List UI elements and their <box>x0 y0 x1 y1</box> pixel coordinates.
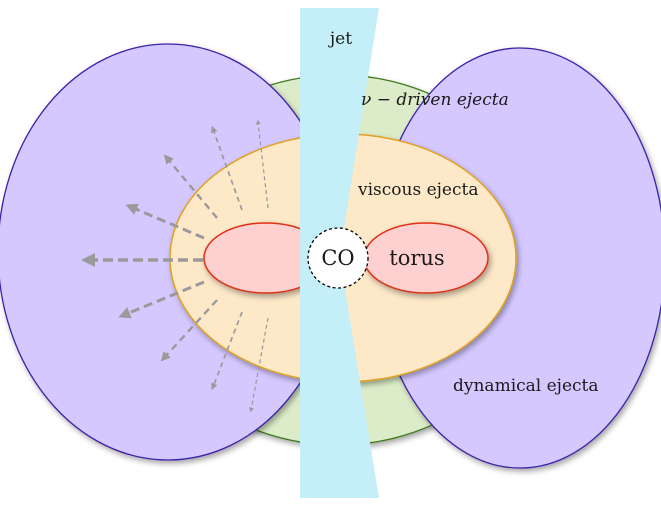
outflow-arrows <box>81 119 269 413</box>
outflow-arrow <box>255 119 269 209</box>
torus-label: torus <box>389 246 444 270</box>
nu-driven-ejecta-label: ν − driven ejecta <box>361 90 509 110</box>
central-object <box>307 227 369 289</box>
outflow-arrow <box>249 317 269 413</box>
central-object-label: CO <box>321 246 354 270</box>
jet-label: jet <box>328 29 352 49</box>
outflow-arrow <box>163 154 218 219</box>
outflow-arrow <box>211 311 243 391</box>
outflow-arrow <box>160 299 218 362</box>
outflow-arrow <box>118 280 205 319</box>
dynamical-ejecta-label: dynamical ejecta <box>453 376 599 396</box>
viscous-ejecta-label: viscous ejecta <box>357 180 478 200</box>
